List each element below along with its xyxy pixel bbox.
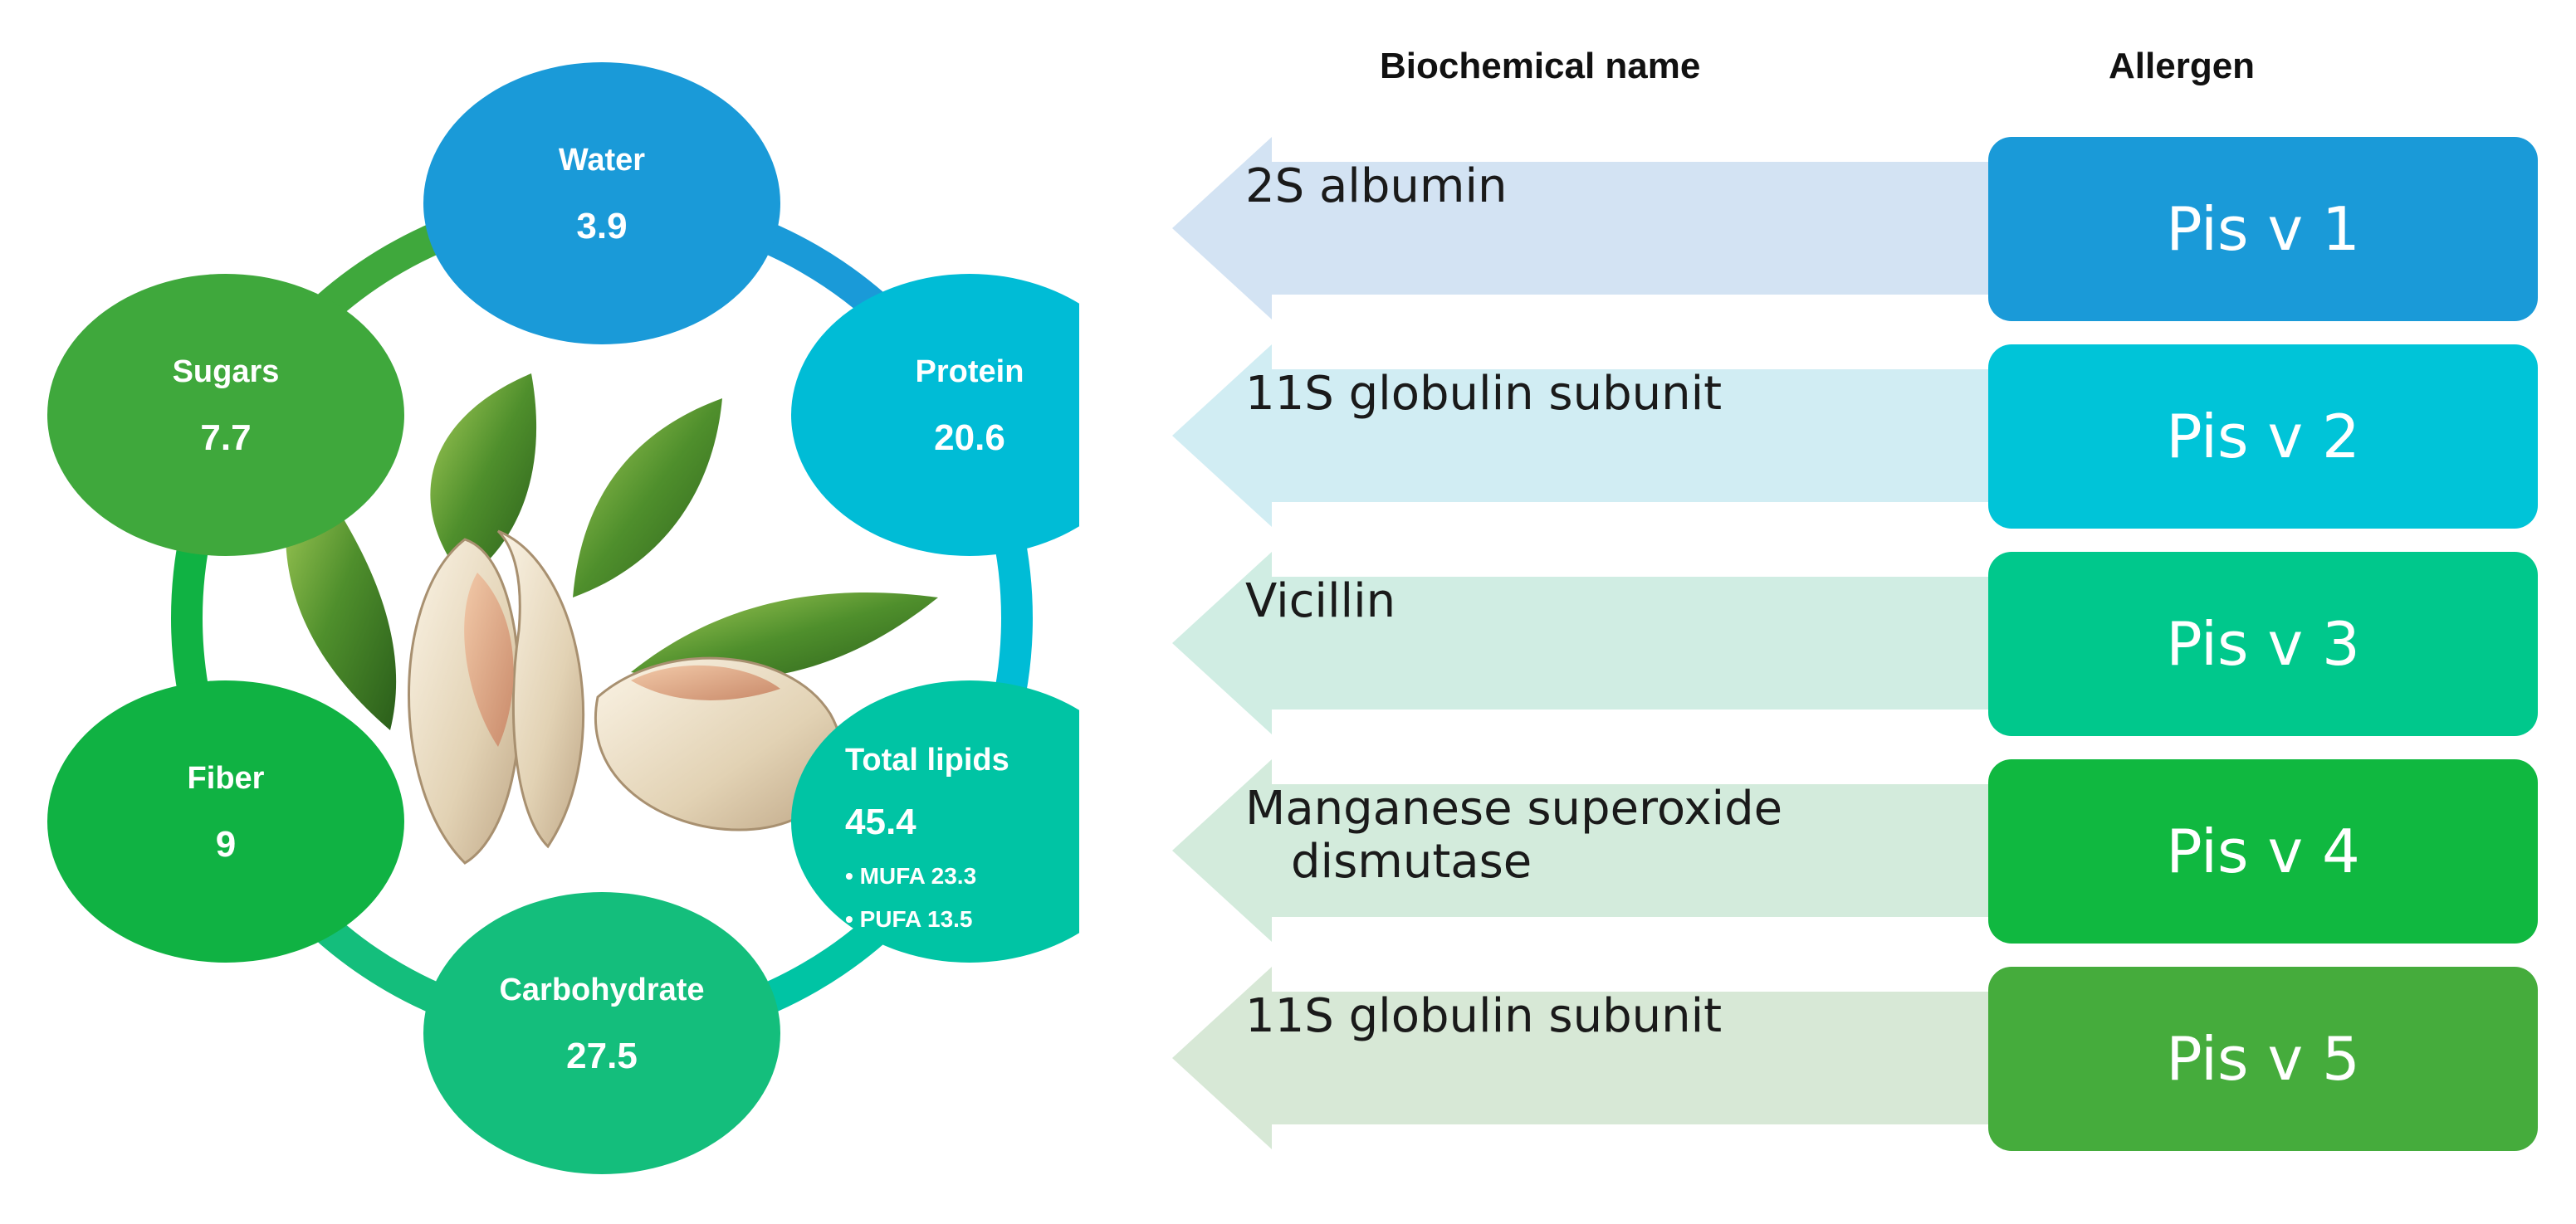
leaf-icon	[573, 398, 722, 597]
pistachio-kernel-icon	[631, 665, 780, 700]
leaf-icon	[430, 373, 537, 581]
bubble-label: Water	[559, 143, 645, 178]
allergen-name: Pis v 5	[2166, 1024, 2360, 1094]
biochemical-name-label: 11S globulin subunit	[1245, 989, 1723, 1043]
allergen-box: Pis v 2	[1988, 344, 2538, 529]
header-biochemical-name: Biochemical name	[1380, 46, 1701, 86]
bubble-sugars: Sugars 7.7	[47, 274, 404, 556]
biochemical-name-line: 11S globulin subunit	[1245, 367, 1723, 421]
allergen-box: Pis v 3	[1988, 552, 2538, 736]
biochemical-name-line: 11S globulin subunit	[1245, 989, 1723, 1043]
allergen-box: Pis v 4	[1988, 759, 2538, 944]
biochemical-name-line: Manganese superoxide	[1245, 782, 1783, 836]
bubble-value: 27.5	[566, 1036, 638, 1076]
pistachio-kernel-icon	[464, 573, 514, 747]
biochemical-name-label: 2S albumin	[1245, 159, 1508, 213]
bubble-label: Total lipids	[845, 743, 1009, 778]
bubble-value: 3.9	[576, 206, 627, 246]
biochemical-name-label: Vicillin	[1245, 574, 1396, 628]
allergen-name: Pis v 1	[2166, 194, 2360, 264]
allergen-box: Pis v 1	[1988, 137, 2538, 321]
biochemical-name-line: 2S albumin	[1245, 159, 1508, 213]
bubble-carbohydrate: Carbohydrate 27.5	[423, 892, 780, 1174]
bubble-label: Carbohydrate	[499, 973, 704, 1007]
bubble-value: 45.4	[845, 802, 917, 842]
bubble-lipids: Total lipids 45.4 • MUFA 23.3 • PUFA 13.5	[791, 680, 1079, 963]
arrow-shape	[1172, 967, 2026, 1149]
bubble-water: Water 3.9	[423, 62, 780, 344]
bubble-value: 9	[216, 824, 236, 865]
allergen-name: Pis v 2	[2166, 402, 2360, 471]
pistachio-illustration	[286, 373, 938, 865]
bubble-protein: Protein 20.6	[791, 274, 1079, 556]
biochemical-name-line: dismutase	[1291, 835, 1532, 890]
allergen-box: Pis v 5	[1988, 967, 2538, 1151]
bubble-label: Fiber	[188, 761, 265, 796]
arrow-shape	[1172, 759, 2026, 942]
bubble-sub-value: • MUFA 23.3	[845, 863, 976, 889]
bubble-sub-value: • PUFA 13.5	[845, 906, 973, 932]
arrow-shape	[1172, 344, 2026, 527]
pistachio-shell-icon	[496, 529, 585, 849]
allergen-arrows	[1172, 137, 2026, 1149]
bubble-fiber: Fiber 9	[47, 680, 404, 963]
allergen-name: Pis v 4	[2166, 817, 2360, 886]
bubble-value: 20.6	[934, 417, 1005, 458]
biochemical-name-line: Vicillin	[1245, 574, 1396, 628]
header-allergen: Allergen	[2109, 46, 2256, 86]
allergen-name: Pis v 3	[2166, 609, 2360, 679]
arrow-shape	[1172, 552, 2026, 734]
bubble-label: Sugars	[173, 354, 280, 389]
arrow-shape	[1172, 137, 2026, 319]
bubble-label: Protein	[916, 354, 1024, 389]
biochemical-name-label: 11S globulin subunit	[1245, 367, 1723, 421]
bubble-value: 7.7	[200, 417, 251, 458]
